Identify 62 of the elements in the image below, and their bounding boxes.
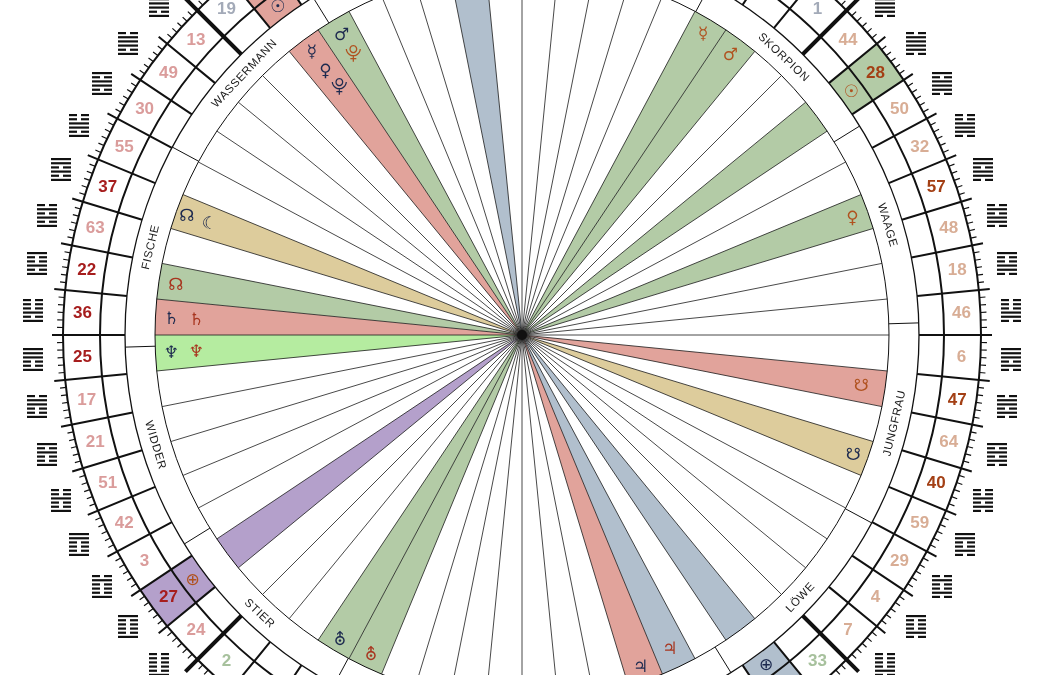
planet-symbol: ☊ [179,205,195,226]
gate-number: 29 [889,551,909,572]
gate-number: 40 [926,473,946,494]
gate-number: 3 [139,551,150,572]
planet-symbol: ♀ [319,59,332,80]
gate-number: 63 [85,218,105,239]
planet-symbol: ☿ [306,41,317,62]
gate-number: 4 [870,587,881,608]
gate-number: 30 [135,98,155,119]
planet-symbol: ⊕ [185,569,200,590]
gate-number: 33 [808,651,827,671]
planet-symbol: ⛢ [364,644,378,665]
planet-symbol: ☉ [843,80,859,101]
gate-number: 6 [956,346,967,367]
planet-symbol: ♄ [163,307,180,328]
gate-number: 25 [73,346,92,367]
gate-number: 44 [838,29,858,50]
planet-symbol: ☉ [270,0,286,16]
gate-number: 57 [926,176,946,197]
planet-symbol: ♃ [632,656,649,675]
planet-symbol: ♂ [333,23,350,44]
gate-number: 47 [947,389,967,410]
gate-number: 18 [947,260,967,281]
planet-symbol: ☿ [697,23,709,44]
gate-number: 13 [186,29,206,50]
planet-symbol: ♃ [662,637,678,658]
gate-number: 55 [114,136,134,157]
planet-symbol: ♆ [188,341,204,361]
planet-symbol: ☋ [845,443,861,464]
gate-number: 32 [910,136,930,157]
gate-number: 37 [98,176,118,197]
gate-number: 17 [77,389,97,410]
gate-number: 51 [98,473,118,494]
gate-number: 27 [159,587,179,608]
gate-number: 64 [939,431,959,452]
planet-symbol: ♄ [188,309,204,329]
gate-number: 21 [85,431,105,452]
planet-symbol: ☾ [201,213,218,234]
planet-symbol: ♂ [722,43,739,64]
planet-symbol: ♆ [163,342,180,363]
gate-number: 1 [812,0,823,19]
zodiac-sign-name: FISCHE [139,223,162,272]
planet-symbol: ⊕ [759,654,774,675]
planet-symbol: ⛢ [333,628,347,649]
gate-number: 7 [843,620,853,641]
gate-number: 59 [910,513,930,534]
gate-number: 42 [114,513,134,534]
gate-number: 49 [159,62,179,83]
planet-symbol: ♀ [846,206,859,227]
planet-symbol: ⯓ [345,41,363,64]
gate-number: 22 [77,260,97,281]
gate-number: 36 [73,303,92,324]
gate-number: 24 [186,620,206,641]
planet-symbol: ☊ [168,273,184,294]
planet-symbol: ⯓ [330,75,348,98]
gate-number: 2 [221,651,232,671]
planet-symbol: ☋ [853,375,869,396]
gate-number: 28 [865,62,885,83]
gate-number: 46 [952,303,971,324]
gate-number: 50 [889,98,909,119]
gate-number: 19 [217,0,236,19]
gate-number: 48 [939,218,959,239]
